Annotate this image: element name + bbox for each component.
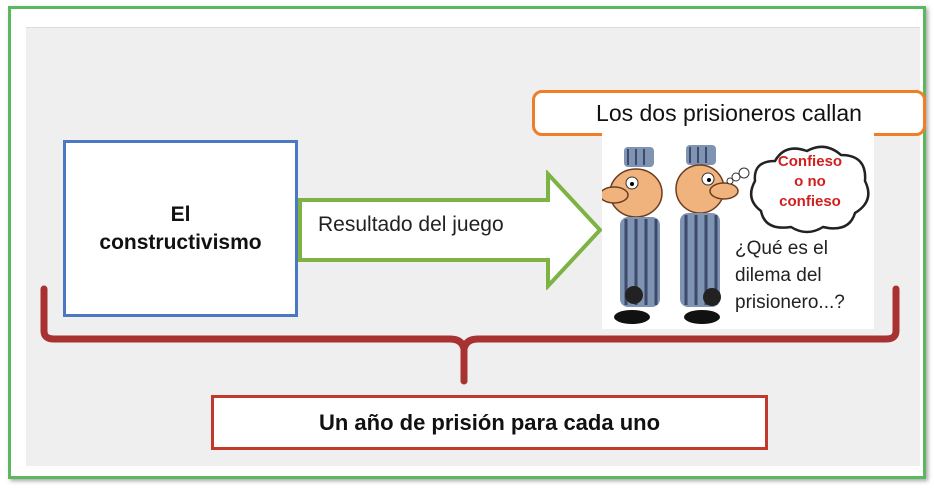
thought-line-3: confieso (779, 193, 841, 210)
arrow-label: Resultado del juego (318, 213, 504, 236)
thought-line-2: o no (794, 173, 826, 190)
grouping-brace (40, 285, 900, 385)
prisoners-cartoon (599, 145, 750, 324)
result-box: Un año de prisión para cada uno (211, 395, 768, 450)
question-line-3: prisionero...? (735, 292, 845, 313)
question-line-1: ¿Qué es el (735, 238, 828, 259)
concept-line-2: constructivismo (99, 230, 262, 254)
thought-text: Confieso o no confieso (760, 152, 860, 212)
thought-line-1: Confieso (777, 153, 843, 170)
result-arrow (298, 170, 603, 290)
question-line-2: dilema del (735, 265, 822, 286)
concept-line-1: El (170, 202, 191, 226)
prisoner-left (599, 147, 663, 324)
question-text: ¿Qué es el dilema del prisionero...? (735, 235, 875, 316)
scenario-callout: Los dos prisioneros callan (532, 90, 926, 136)
prisoner-right (675, 145, 739, 324)
thought-cloud (749, 145, 870, 234)
concept-box: El constructivismo (63, 140, 298, 317)
concept-title: El constructivismo (99, 201, 261, 257)
